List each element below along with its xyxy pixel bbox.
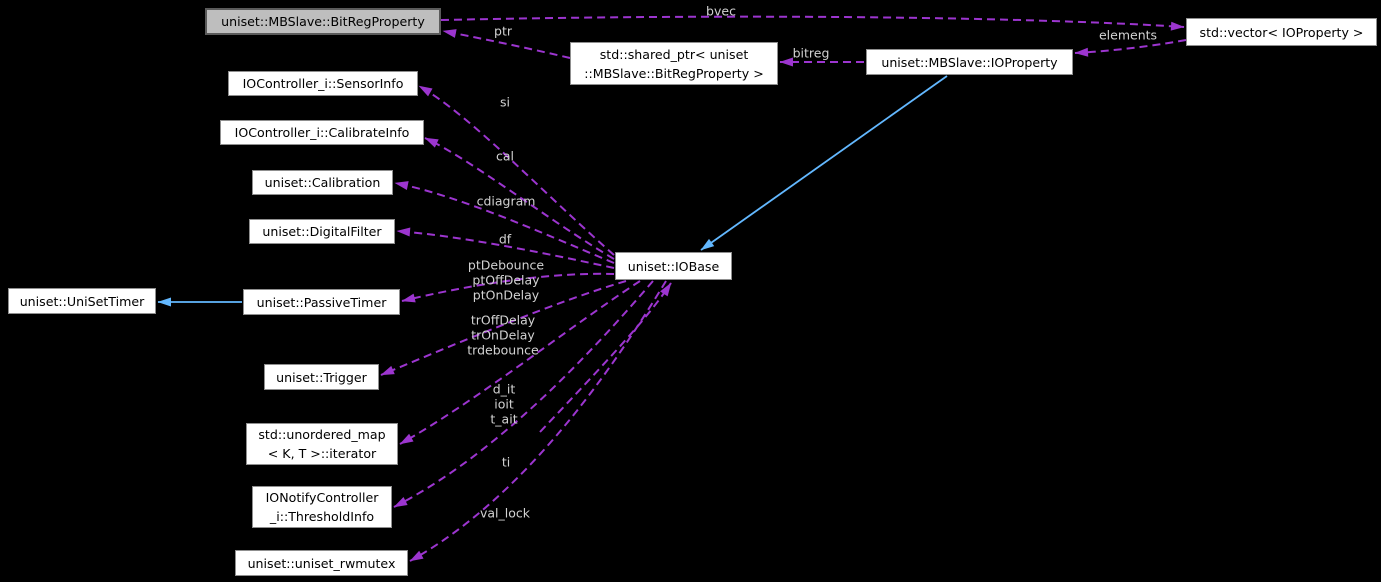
node-rwmutex[interactable]: uniset::uniset_rwmutex: [235, 550, 408, 576]
edge-iterators: [399, 280, 641, 445]
node-iobase[interactable]: uniset::IOBase: [615, 252, 732, 280]
node-trigger[interactable]: uniset::Trigger: [264, 364, 379, 390]
edge-troffdelay: [380, 280, 627, 376]
node-passivetimer[interactable]: uniset::PassiveTimer: [243, 289, 400, 315]
edge-bvec: [440, 15, 1185, 31]
edge-ptr: [442, 29, 571, 59]
node-digitalfilter[interactable]: uniset::DigitalFilter: [249, 219, 395, 244]
node-iterator[interactable]: std::unordered_map < K, T >::iterator: [246, 423, 398, 465]
node-thresholdinfo[interactable]: IONotifyController _i::ThresholdInfo: [252, 486, 392, 528]
edge-cdiagram: [394, 181, 615, 264]
edge-ptdebounce: [401, 272, 615, 303]
edge-df: [396, 227, 615, 269]
node-bitregproperty[interactable]: uniset::MBSlave::BitRegProperty: [205, 8, 441, 35]
edge-si: [418, 85, 615, 256]
edge-reverse-into-iobase: [539, 282, 672, 433]
edge-val_lock: [409, 280, 667, 562]
node-calibrateinfo[interactable]: IOController_i::CalibrateInfo: [220, 120, 424, 145]
node-sensorinfo[interactable]: IOController_i::SensorInfo: [228, 71, 418, 96]
edge-ti: [393, 280, 654, 508]
node-ioproperty[interactable]: uniset::MBSlave::IOProperty: [866, 49, 1073, 75]
edge-elements: [1074, 39, 1187, 57]
node-sharedptr[interactable]: std::shared_ptr< uniset ::MBSlave::BitRe…: [570, 42, 778, 85]
node-calibration[interactable]: uniset::Calibration: [252, 170, 393, 195]
edge-cal: [424, 137, 615, 260]
node-unisettimer[interactable]: uniset::UniSetTimer: [8, 288, 156, 314]
edge-inherit-ioproperty-iobase: [700, 75, 948, 251]
node-vector[interactable]: std::vector< IOProperty >: [1186, 18, 1377, 46]
